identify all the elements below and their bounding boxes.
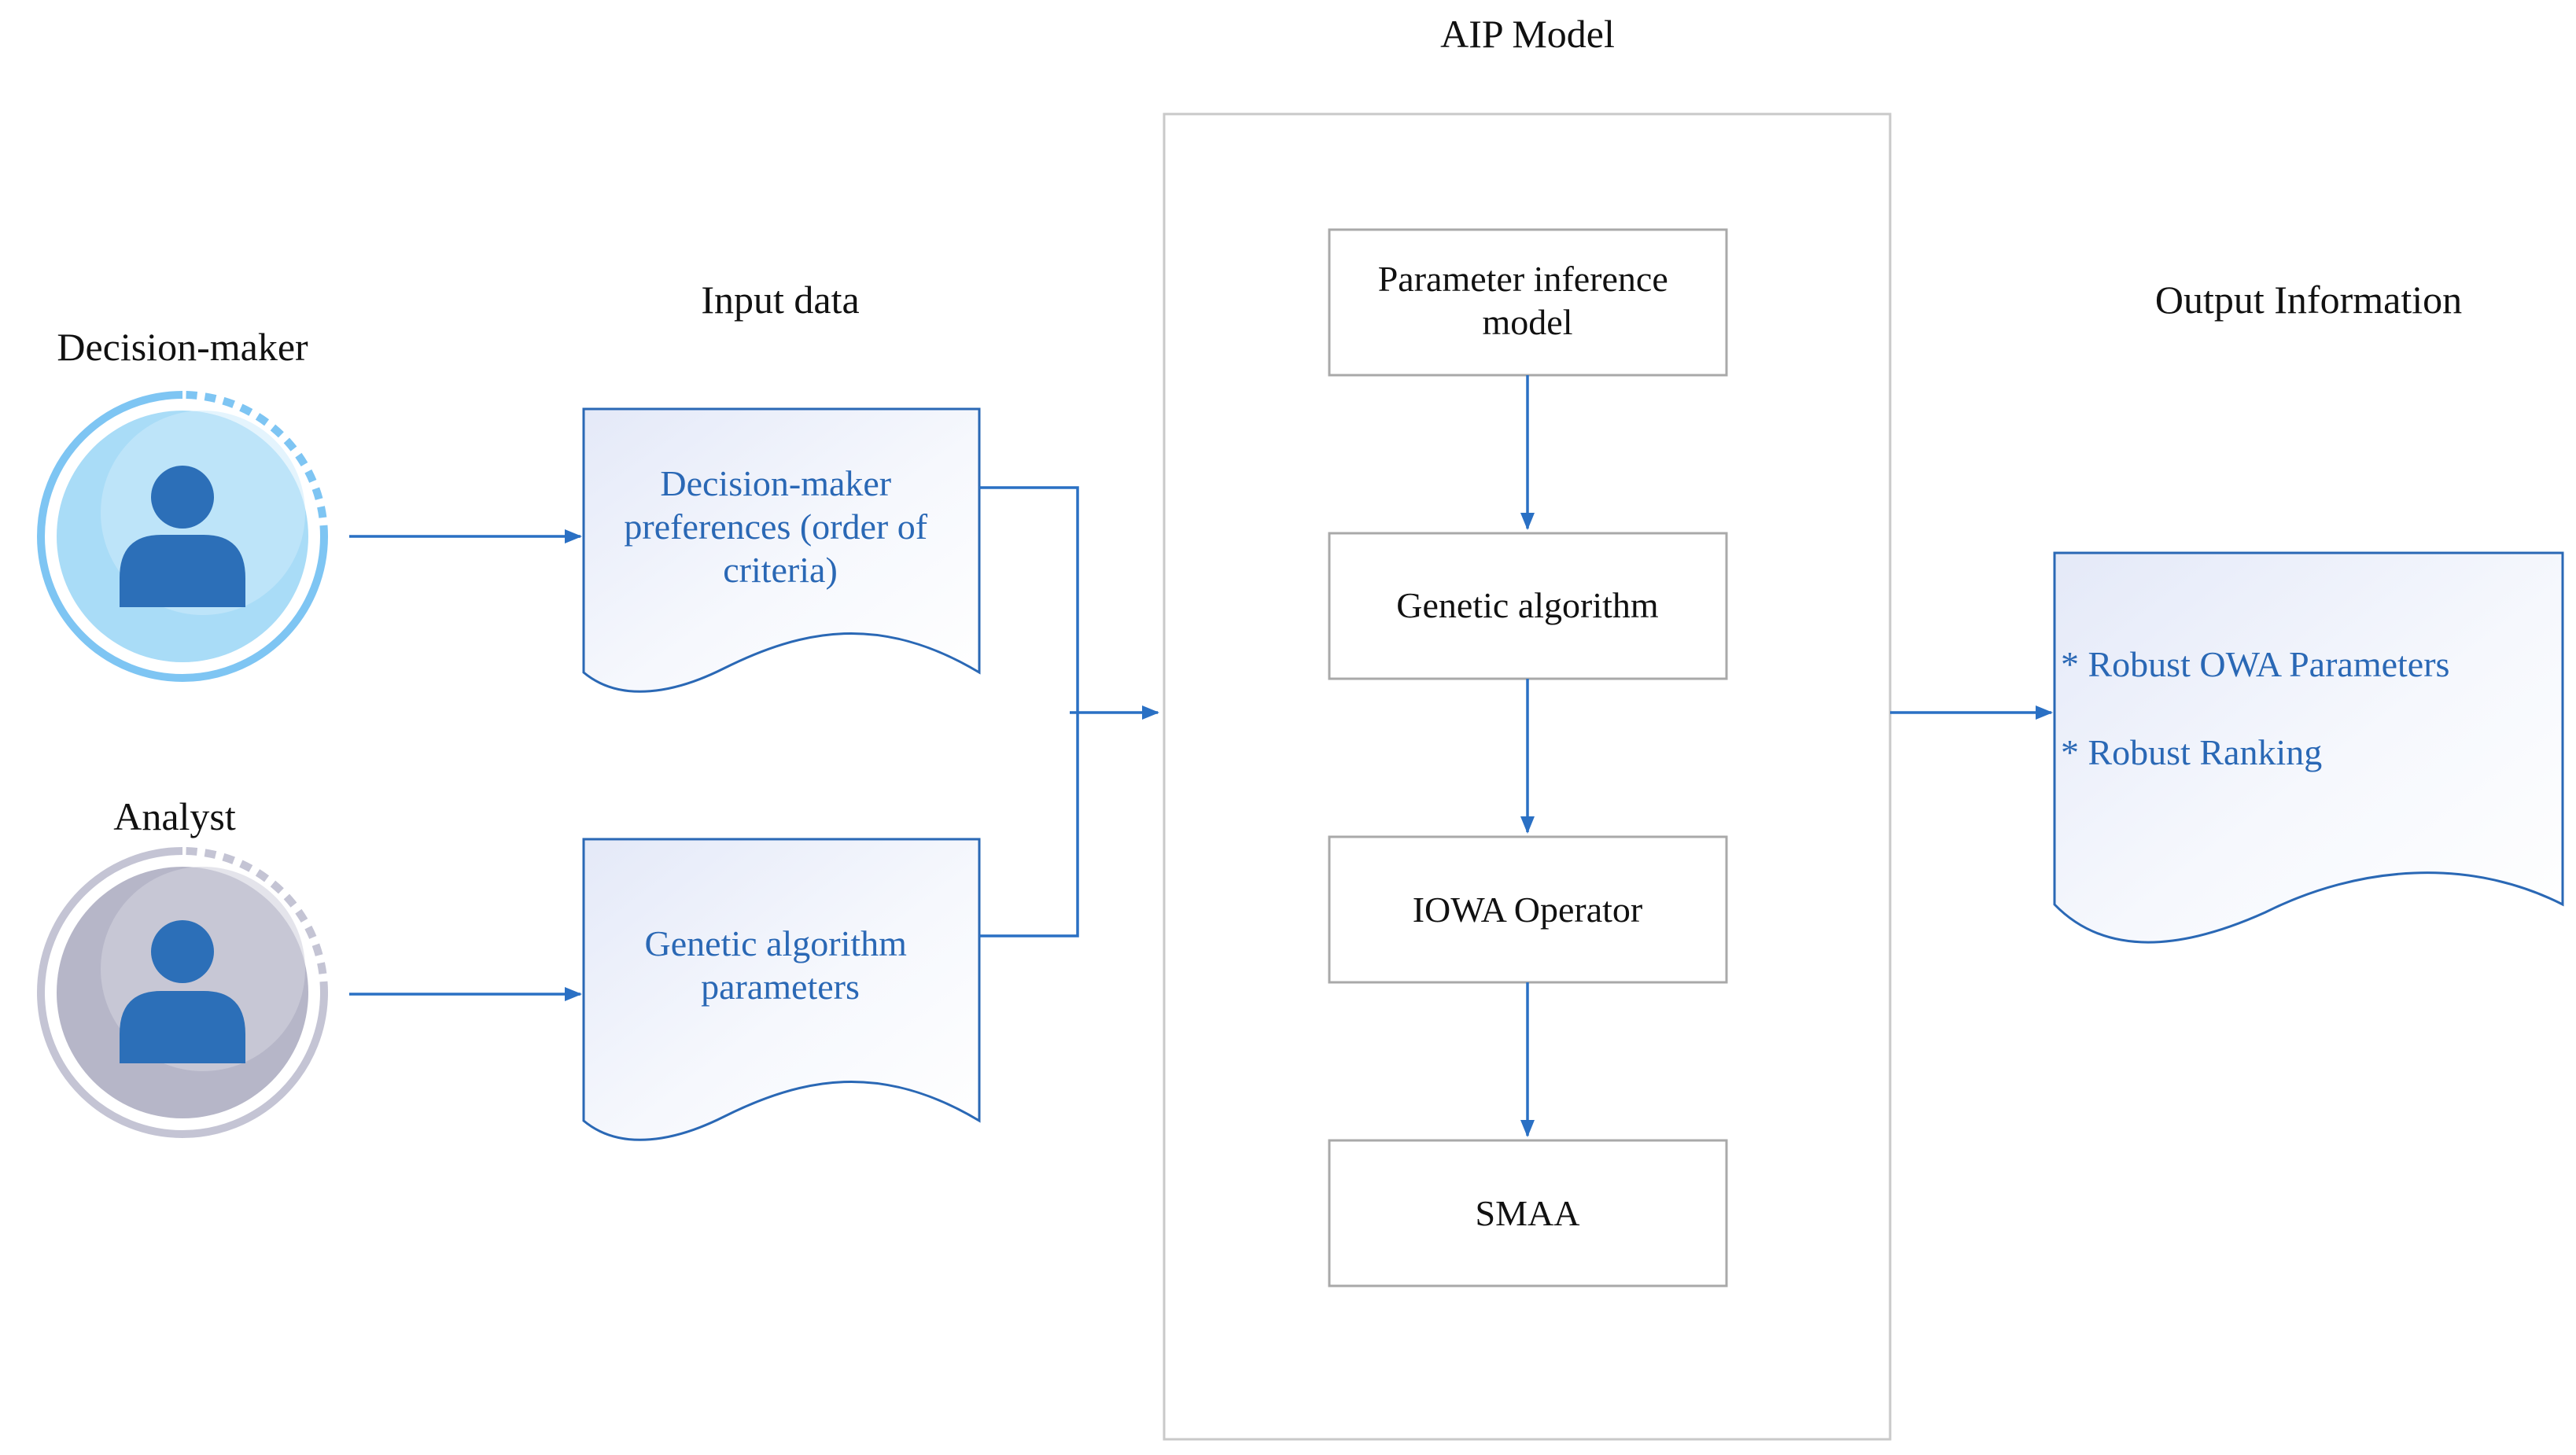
decision-maker-label: Decision-maker xyxy=(57,325,308,369)
decision-maker-avatar xyxy=(37,391,328,682)
step-parameter-inference: Parameter inference model xyxy=(1328,228,1728,377)
preferences-connector xyxy=(979,486,1079,937)
preferences-document: Decision-maker preferences (order of cri… xyxy=(582,407,981,693)
step-2-label: Genetic algorithm xyxy=(1396,585,1659,625)
output-item-ranking: * Robust Ranking xyxy=(2061,732,2322,772)
output-heading: Output Information xyxy=(2155,278,2462,322)
person-icon xyxy=(120,920,245,1063)
output-item-owa: * Robust OWA Parameters xyxy=(2061,644,2449,684)
ga-parameters-document: Genetic algorithm parameters xyxy=(582,838,981,1141)
step-1-line-2: model xyxy=(1483,302,1573,342)
model-heading: AIP Model xyxy=(1440,12,1615,56)
svg-text:Decision-maker preferenc: Decision-maker preferences (order of cri… xyxy=(624,463,936,590)
step-3-label: IOWA Operator xyxy=(1413,890,1643,930)
step-4-label: SMAA xyxy=(1476,1193,1580,1233)
ga-parameters-line-1: Genetic algorithm xyxy=(645,923,908,963)
ga-parameters-line-2: parameters xyxy=(701,967,860,1007)
step-1-line-1: Parameter inference xyxy=(1378,259,1668,299)
input-heading: Input data xyxy=(701,278,859,322)
output-document: * Robust OWA Parameters * Robust Ranking xyxy=(2053,551,2564,944)
analyst-avatar xyxy=(37,847,328,1138)
person-icon xyxy=(120,466,245,607)
preferences-line-1: Decision-maker xyxy=(660,463,891,503)
step-iowa-operator: IOWA Operator xyxy=(1328,835,1728,984)
preferences-line-2: preferences (order of xyxy=(624,506,927,547)
step-genetic-algorithm: Genetic algorithm xyxy=(1328,532,1728,680)
analyst-label: Analyst xyxy=(113,794,236,838)
step-smaa: SMAA xyxy=(1328,1139,1728,1287)
svg-text:Parameter inference mode: Parameter inference model xyxy=(1378,259,1678,342)
svg-text:Genetic algorithm parame: Genetic algorithm parameters xyxy=(645,923,916,1007)
preferences-line-3: criteria) xyxy=(723,550,838,590)
